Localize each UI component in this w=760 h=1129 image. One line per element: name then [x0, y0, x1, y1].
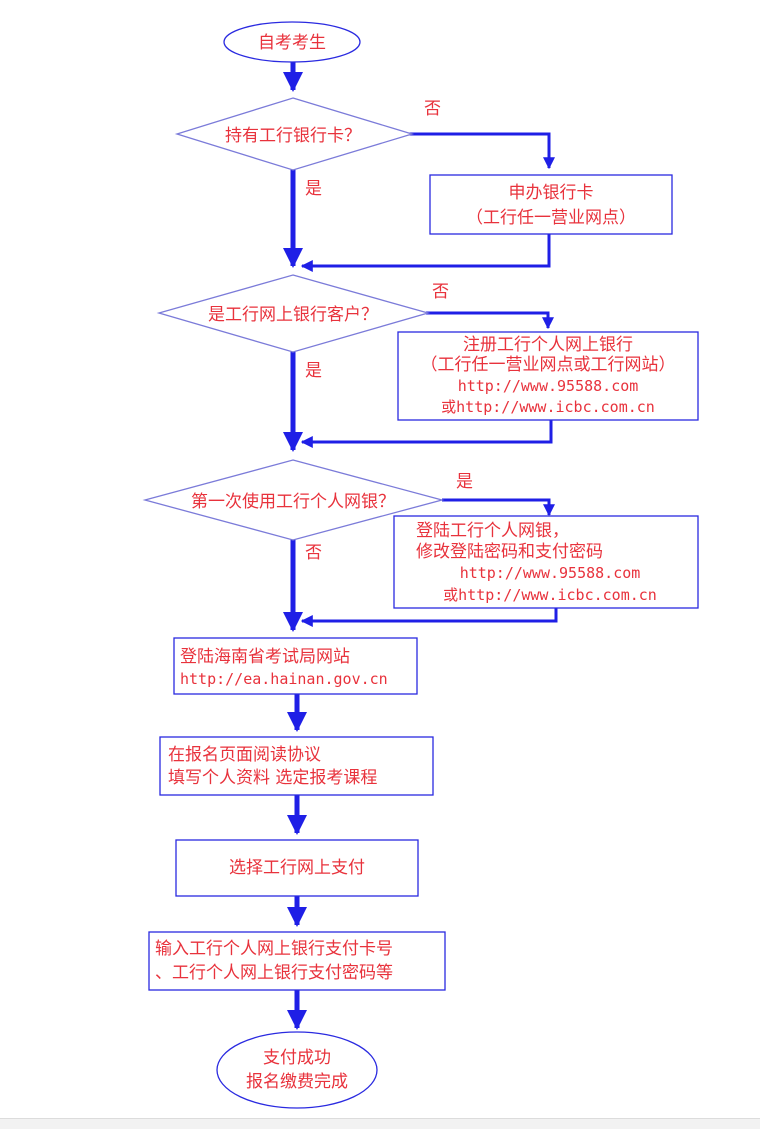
exam-bureau-site-line1: 登陆海南省考试局网站: [180, 647, 350, 667]
decision-first-time-online-bank-label: 第一次使用工行个人网银？: [191, 491, 395, 512]
apply-card-box: [429, 174, 673, 235]
enter-card-info-box: [148, 931, 446, 991]
register-online-bank-line4: 或http://www.icbc.com.cn: [441, 398, 655, 416]
end-line1: 支付成功: [263, 1048, 331, 1068]
end-line2: 报名缴费完成: [246, 1072, 348, 1092]
branch-box2-return: [300, 420, 553, 448]
branch-q3-yes: [442, 498, 555, 517]
decision-online-bank-customer-yes-label: 是: [305, 361, 322, 381]
enter-card-info-line1: 输入工行个人网上银行支付卡号: [155, 939, 393, 959]
page-bottom-edge: [0, 1118, 760, 1129]
register-online-bank-line2: （工行任一营业网点或工行网站）: [421, 355, 676, 375]
branch-q2-no: [426, 311, 554, 330]
decision-online-bank-customer: [156, 274, 431, 353]
decision-has-card-yes-label: 是: [305, 179, 322, 199]
decision-has-card-label: 持有工行银行卡？: [225, 126, 361, 146]
register-online-bank-box: [397, 331, 699, 421]
branch-box1-return: [300, 234, 551, 272]
apply-card-line2: （工行任一营业网点）: [466, 208, 636, 228]
decision-online-bank-customer-no-label: 否: [432, 282, 449, 302]
register-online-bank-line1: 注册工行个人网上银行: [463, 335, 633, 355]
decision-has-card: [174, 97, 415, 171]
start-label: 自考考生: [258, 33, 326, 53]
login-online-bank-line3: http://www.95588.com: [460, 564, 641, 582]
apply-card-line1: 申办银行卡: [509, 183, 594, 203]
enter-card-info-line2: 、工行个人网上银行支付密码等: [155, 963, 393, 983]
select-payment-box: [175, 839, 419, 897]
decision-online-bank-customer-label: 是工行网上银行客户？: [208, 305, 378, 325]
exam-bureau-site-line2: http://ea.hainan.gov.cn: [180, 670, 388, 688]
decision-first-time-online-bank: [142, 459, 445, 541]
branch-q1-no: [408, 132, 555, 170]
register-online-bank-line3: http://www.95588.com: [458, 377, 639, 395]
login-online-bank-line2: 修改登陆密码和支付密码: [416, 542, 603, 562]
decision-first-time-online-bank-no-label: 否: [305, 543, 322, 563]
exam-bureau-site-box: [173, 637, 418, 695]
branch-box3-return: [300, 608, 558, 627]
login-online-bank-box: [393, 515, 699, 609]
decision-has-card-no-label: 否: [424, 99, 441, 119]
login-online-bank-line4: 或http://www.icbc.com.cn: [443, 586, 657, 604]
end-node: [216, 1031, 378, 1109]
select-payment-line1: 选择工行网上支付: [229, 858, 365, 878]
registration-form-line1: 在报名页面阅读协议: [168, 745, 321, 765]
decision-first-time-online-bank-yes-label: 是: [456, 472, 473, 492]
start-node: [223, 21, 361, 63]
registration-form-line2: 填写个人资料 选定报考课程: [168, 768, 377, 788]
registration-form-box: [159, 736, 434, 796]
login-online-bank-line1: 登陆工行个人网银，: [416, 521, 569, 541]
